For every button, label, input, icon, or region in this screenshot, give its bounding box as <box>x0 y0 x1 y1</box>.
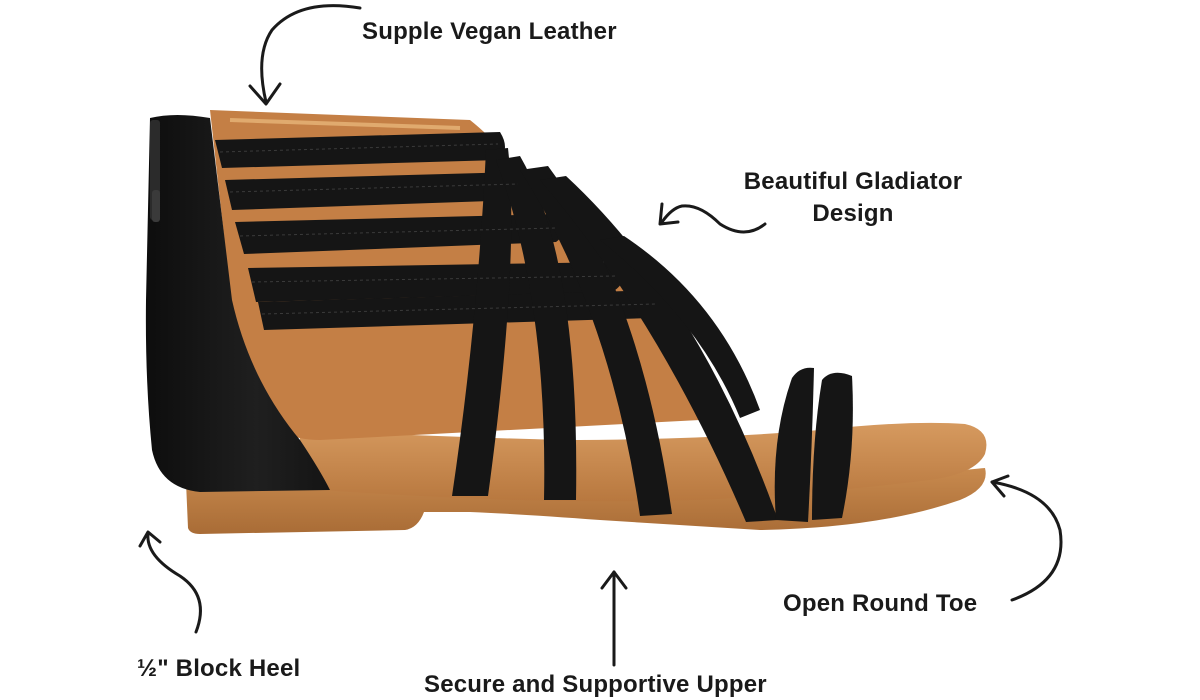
toe-arrow-icon <box>990 480 1063 602</box>
hand-drawn-arrow-icon <box>138 4 1063 667</box>
crisscross-straps <box>452 148 853 522</box>
gladiator-design-label: Beautiful Gladiator Design <box>722 166 984 230</box>
zipper-pull <box>152 190 160 222</box>
gladiator-label-line1: Beautiful Gladiator <box>743 168 963 195</box>
leather-arrow-icon <box>260 4 362 104</box>
secure-upper-label: Secure and Supportive Upper <box>424 671 767 698</box>
gladiator-label-line2: Design <box>812 200 894 227</box>
heel-arrow-icon <box>146 532 202 634</box>
open-round-toe-label: Open Round Toe <box>783 590 978 617</box>
gladiator-arrow-icon <box>660 204 767 234</box>
block-heel-label: ½" Block Heel <box>137 655 301 682</box>
heel-counter <box>145 115 330 492</box>
supple-vegan-leather-label: Supple Vegan Leather <box>362 18 617 45</box>
